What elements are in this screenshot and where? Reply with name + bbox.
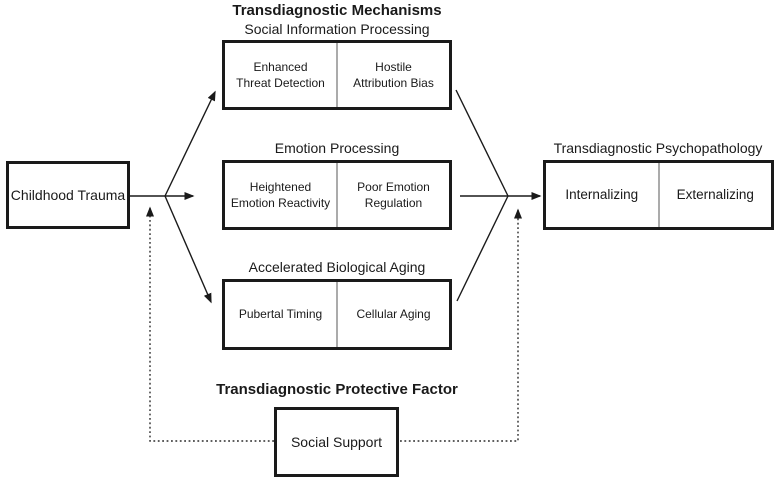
transdiagnostic-psychopathology-box: Internalizing Externalizing [543, 160, 774, 230]
transdiagnostic-psychopathology-title: Transdiagnostic Psychopathology [553, 140, 763, 156]
cell-divider [336, 43, 338, 107]
childhood-trauma-box: Childhood Trauma [6, 161, 130, 229]
social-support-box: Social Support [274, 407, 399, 477]
social-information-processing-title: Social Information Processing [244, 21, 430, 37]
pubertal-timing-cell: Pubertal Timing [225, 282, 336, 347]
hostile-attribution-bias-cell: Hostile Attribution Bias [338, 43, 449, 107]
cell-divider [336, 163, 338, 227]
social-support-label: Social Support [290, 433, 383, 450]
accelerated-biological-aging-title: Accelerated Biological Aging [248, 259, 426, 275]
externalizing-label: Externalizing [676, 186, 754, 202]
childhood-trauma-label: Childhood Trauma [10, 186, 126, 203]
hostile-attribution-bias-label: Hostile Attribution Bias [353, 59, 434, 90]
connector-social-information-to-junction [455, 89, 509, 197]
poor-emotion-regulation-cell: Poor Emotion Regulation [338, 163, 449, 227]
emotion-processing-title: Emotion Processing [274, 140, 400, 156]
enhanced-threat-detection-cell: Enhanced Threat Detection [225, 43, 336, 107]
enhanced-threat-detection-label: Enhanced Threat Detection [236, 59, 325, 90]
internalizing-label: Internalizing [565, 186, 639, 202]
heightened-emotion-reactivity-label: Heightened Emotion Reactivity [230, 179, 331, 210]
emotion-processing-box: Heightened Emotion Reactivity Poor Emoti… [222, 160, 452, 230]
dotted-arrow-social-support-to-trauma-path [146, 206, 274, 442]
social-information-processing-box: Enhanced Threat Detection Hostile Attrib… [222, 40, 452, 110]
heightened-emotion-reactivity-cell: Heightened Emotion Reactivity [225, 163, 336, 227]
poor-emotion-regulation-label: Poor Emotion Regulation [357, 179, 430, 210]
cell-divider [657, 163, 660, 227]
internalizing-cell: Internalizing [546, 163, 658, 227]
cellular-aging-label: Cellular Aging [356, 307, 431, 322]
accelerated-biological-aging-box: Pubertal Timing Cellular Aging [222, 279, 452, 350]
externalizing-cell: Externalizing [660, 163, 772, 227]
arrow-trauma-to-social-information-processing [164, 90, 216, 197]
cell-divider [336, 282, 338, 347]
arrow-trauma-to-biological-aging [164, 195, 212, 304]
pubertal-timing-label: Pubertal Timing [238, 307, 323, 322]
connector-biological-aging-to-junction [456, 195, 509, 302]
mechanisms-section-title: Transdiagnostic Mechanisms [232, 2, 442, 19]
protective-factor-section-title: Transdiagnostic Protective Factor [216, 381, 458, 398]
cellular-aging-cell: Cellular Aging [338, 282, 449, 347]
